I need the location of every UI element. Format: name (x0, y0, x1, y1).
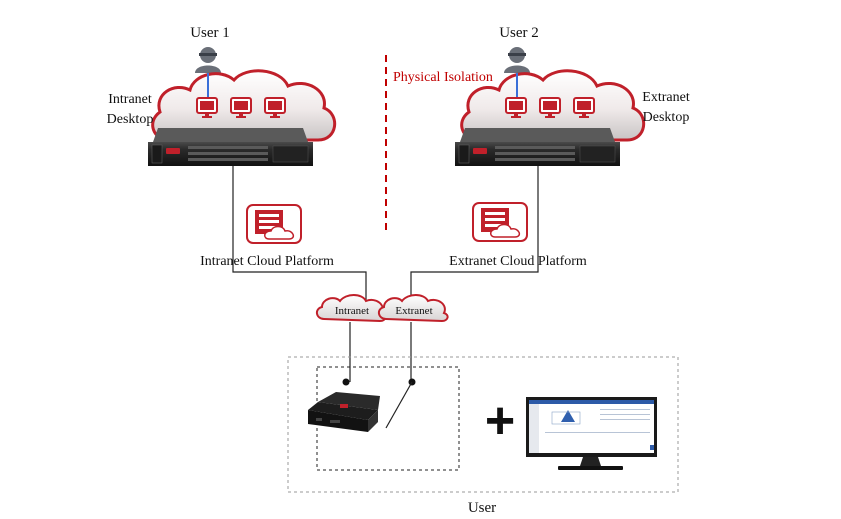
extranet-desktop-label-line2: Desktop (643, 110, 690, 125)
intranet-desktop-label-line2: Desktop (107, 112, 154, 127)
monitor-icon (526, 397, 657, 470)
user-1-icon (195, 47, 221, 73)
intranet-platform-icon (246, 204, 302, 244)
user-2-icon (504, 47, 530, 73)
extranet-port-cable (385, 381, 413, 429)
intranet-connection-line (232, 166, 367, 382)
user-1-label: User 1 (190, 25, 230, 41)
extranet-platform-icon (472, 202, 528, 242)
extranet-cloud-platform-label: Extranet Cloud Platform (449, 254, 587, 269)
extranet-network-label: Extranet (395, 305, 432, 317)
intranet-server-icon (147, 127, 314, 167)
thin-client-device-icon (308, 392, 380, 432)
intranet-network-label: Intranet (335, 305, 369, 317)
plus-sign: + (485, 392, 515, 450)
extranet-connection-line (410, 166, 539, 382)
extranet-server-icon (454, 127, 621, 167)
intranet-port-dot (342, 378, 350, 386)
intranet-cloud-platform-label: Intranet Cloud Platform (200, 254, 334, 269)
user-endpoint-box (287, 356, 679, 493)
physical-isolation-label: Physical Isolation (393, 70, 493, 85)
intranet-desktop-label-line1: Intranet (108, 92, 152, 107)
user-2-label: User 2 (499, 25, 539, 41)
user-label: User (468, 500, 496, 516)
extranet-desktop-label-line1: Extranet (642, 90, 690, 105)
